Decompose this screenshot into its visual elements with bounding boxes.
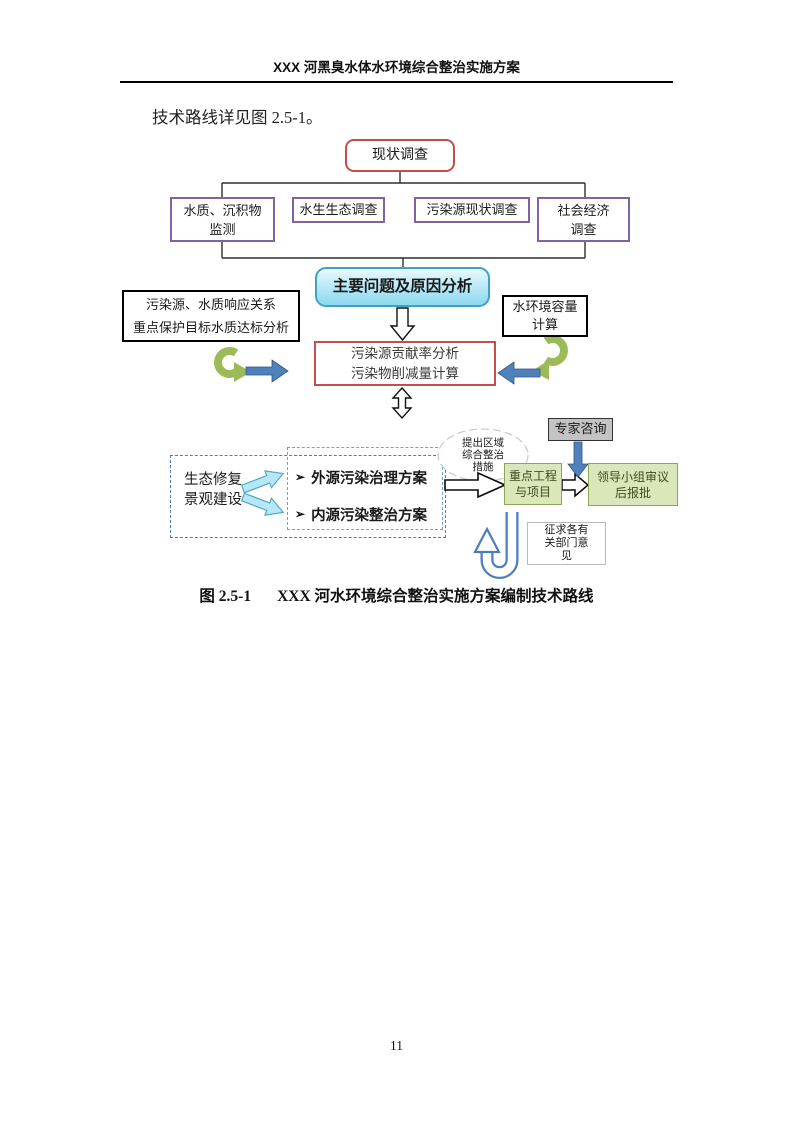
external-plan-label: 外源污染治理方案	[311, 470, 428, 487]
blue-arrow-left-icon	[497, 361, 541, 385]
blue-arrow-right-icon	[245, 359, 289, 383]
cyan-arrow-down-icon	[240, 492, 285, 516]
node-key-projects: 重点工程 与项目	[504, 463, 562, 505]
node-response-relation: 污染源、水质响应关系 重点保护目标水质达标分析	[122, 290, 300, 342]
bracket-top-connector	[221, 172, 586, 197]
list-item-internal-plan: ➢ 内源污染整治方案	[295, 503, 443, 525]
internal-plan-label: 内源污染整治方案	[311, 507, 428, 524]
node-contribution-analysis: 污染源贡献率分析 污染物削减量计算	[314, 341, 496, 386]
double-vertical-arrow-icon	[391, 386, 413, 420]
node-leader-approval: 领导小组审议 后报批	[588, 463, 678, 506]
node-main-problem-analysis: 主要问题及原因分析	[315, 267, 490, 307]
cyan-arrow-up-icon	[240, 470, 285, 494]
figure-caption: 图 2.5-1 XXX 河水环境综合整治实施方案编制技术路线	[0, 584, 793, 606]
arrow-bullet-icon: ➢	[295, 469, 306, 484]
node-solicit-opinions: 征求各有 关部门意 见	[527, 522, 606, 565]
node-regional-measures-cloud: 提出区域 综合整治 措施	[462, 438, 504, 473]
list-item-external-plan: ➢ 外源污染治理方案	[295, 466, 443, 488]
u-turn-feedback-arrow-icon	[473, 512, 519, 579]
figure-caption-label: 图 2.5-1	[199, 588, 252, 605]
green-cycle-arrow-left-icon	[214, 347, 251, 382]
node-water-sediment-monitoring: 水质、沉积物 监测	[170, 197, 275, 242]
node-aquatic-ecology-survey: 水生生态调查	[292, 197, 385, 223]
down-arrow-icon	[389, 307, 416, 342]
page-number: 11	[390, 1038, 403, 1053]
blue-arrow-down-icon	[567, 441, 589, 478]
intro-text: 技术路线详见图 2.5-1。	[152, 108, 323, 127]
arrow-bullet-icon: ➢	[295, 506, 306, 521]
node-socioeconomic-survey: 社会经济 调查	[537, 197, 630, 242]
header-title: XXX 河黑臭水体水环境综合整治实施方案	[273, 60, 520, 75]
node-eco-restoration: 生态修复 景观建设	[184, 472, 242, 508]
node-status-survey: 现状调查	[345, 139, 455, 172]
figure-caption-title: XXX 河水环境综合整治实施方案编制技术路线	[277, 588, 594, 605]
hollow-arrow-between-icon	[561, 472, 590, 498]
bracket-mid-connector	[221, 242, 586, 267]
eco-group-dashed-box	[170, 455, 446, 538]
green-cycle-arrow-right-icon	[532, 335, 568, 380]
node-pollution-source-survey: 污染源现状调查	[414, 197, 530, 223]
header-rule	[120, 81, 673, 83]
plans-dashed-box	[287, 447, 443, 530]
hollow-arrow-right-icon	[444, 471, 507, 499]
node-water-capacity: 水环境容量 计算	[502, 295, 588, 337]
node-expert-consultation: 专家咨询	[548, 418, 613, 441]
